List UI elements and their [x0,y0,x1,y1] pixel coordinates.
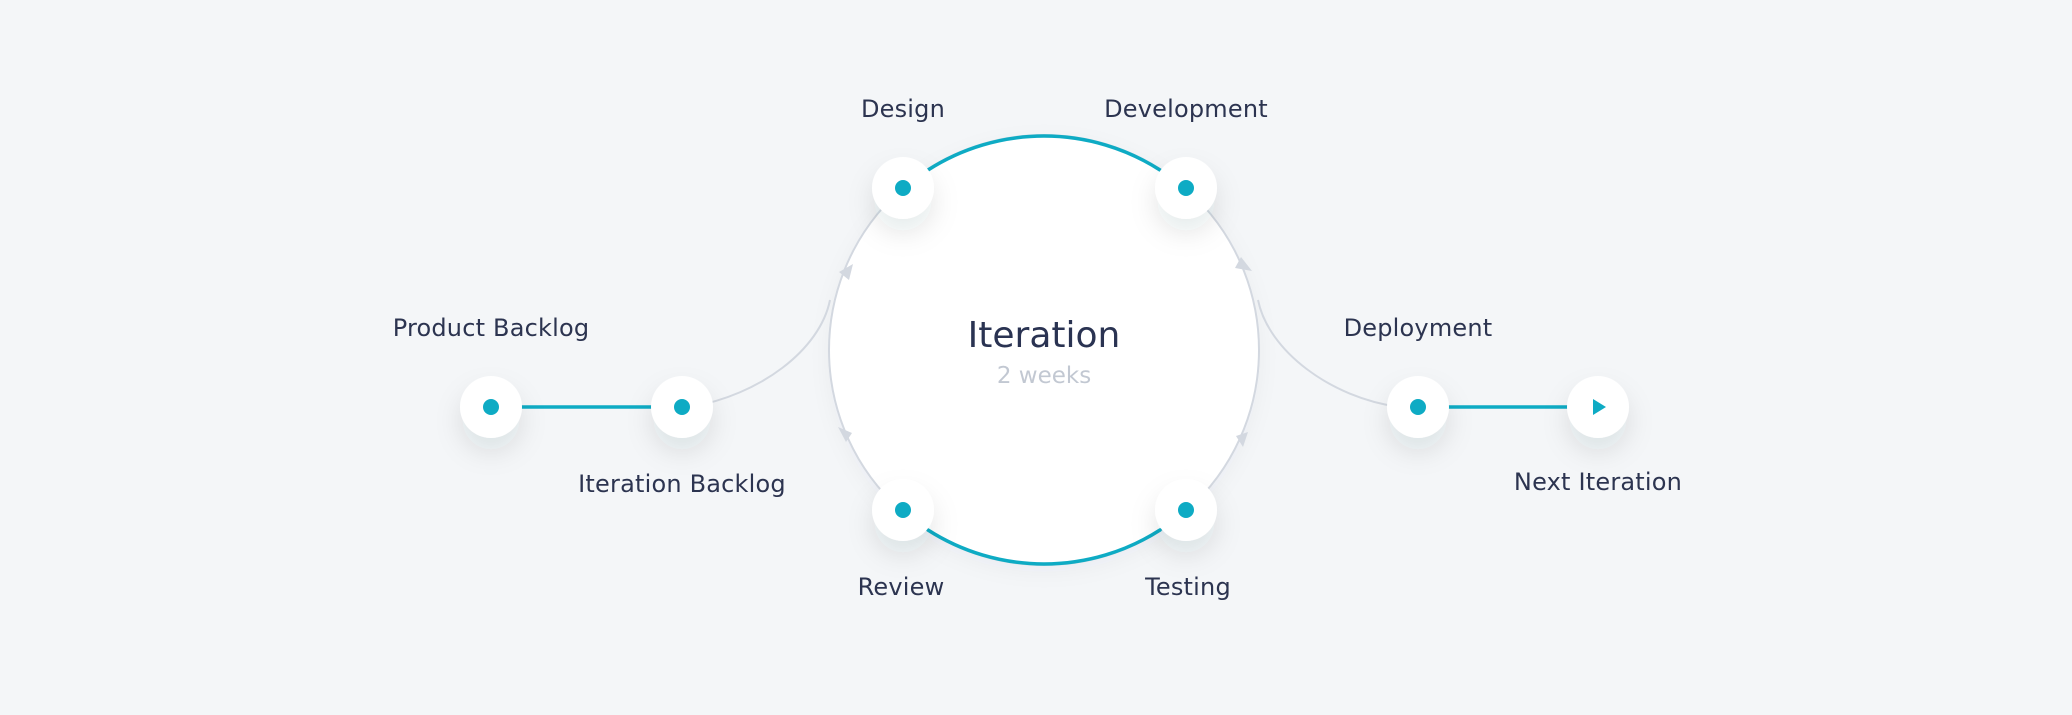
play-icon [1593,399,1606,415]
flow-arrow-left-lower [838,427,852,442]
label-design: Design [860,95,946,123]
label-product-backlog: Product Backlog [392,314,590,342]
label-iteration-backlog: Iteration Backlog [578,470,786,498]
label-next-iteration: Next Iteration [1513,468,1683,496]
flow-arrow-right-lower [1236,432,1248,447]
node-development[interactable] [1155,157,1217,219]
node-testing[interactable] [1155,479,1217,541]
label-review: Review [857,573,945,601]
backlog-to-iteration-connector [689,299,831,408]
label-deployment: Deployment [1343,314,1493,342]
label-development: Development [1104,95,1268,123]
node-review[interactable] [872,479,934,541]
flow-arrow-left-upper [839,264,853,280]
node-deployment[interactable] [1387,376,1449,438]
iteration-title: Iteration [967,315,1121,356]
flow-arrow-right-upper [1235,257,1252,271]
iteration-duration: 2 weeks [996,363,1092,389]
node-next-iteration[interactable] [1567,376,1629,438]
label-testing: Testing [1145,573,1231,601]
iteration-to-deployment-connector [1257,299,1401,408]
node-iteration-backlog[interactable] [651,376,713,438]
node-design[interactable] [872,157,934,219]
review-testing-arc [926,528,1162,566]
node-product-backlog[interactable] [460,376,522,438]
design-development-arc [926,134,1162,172]
